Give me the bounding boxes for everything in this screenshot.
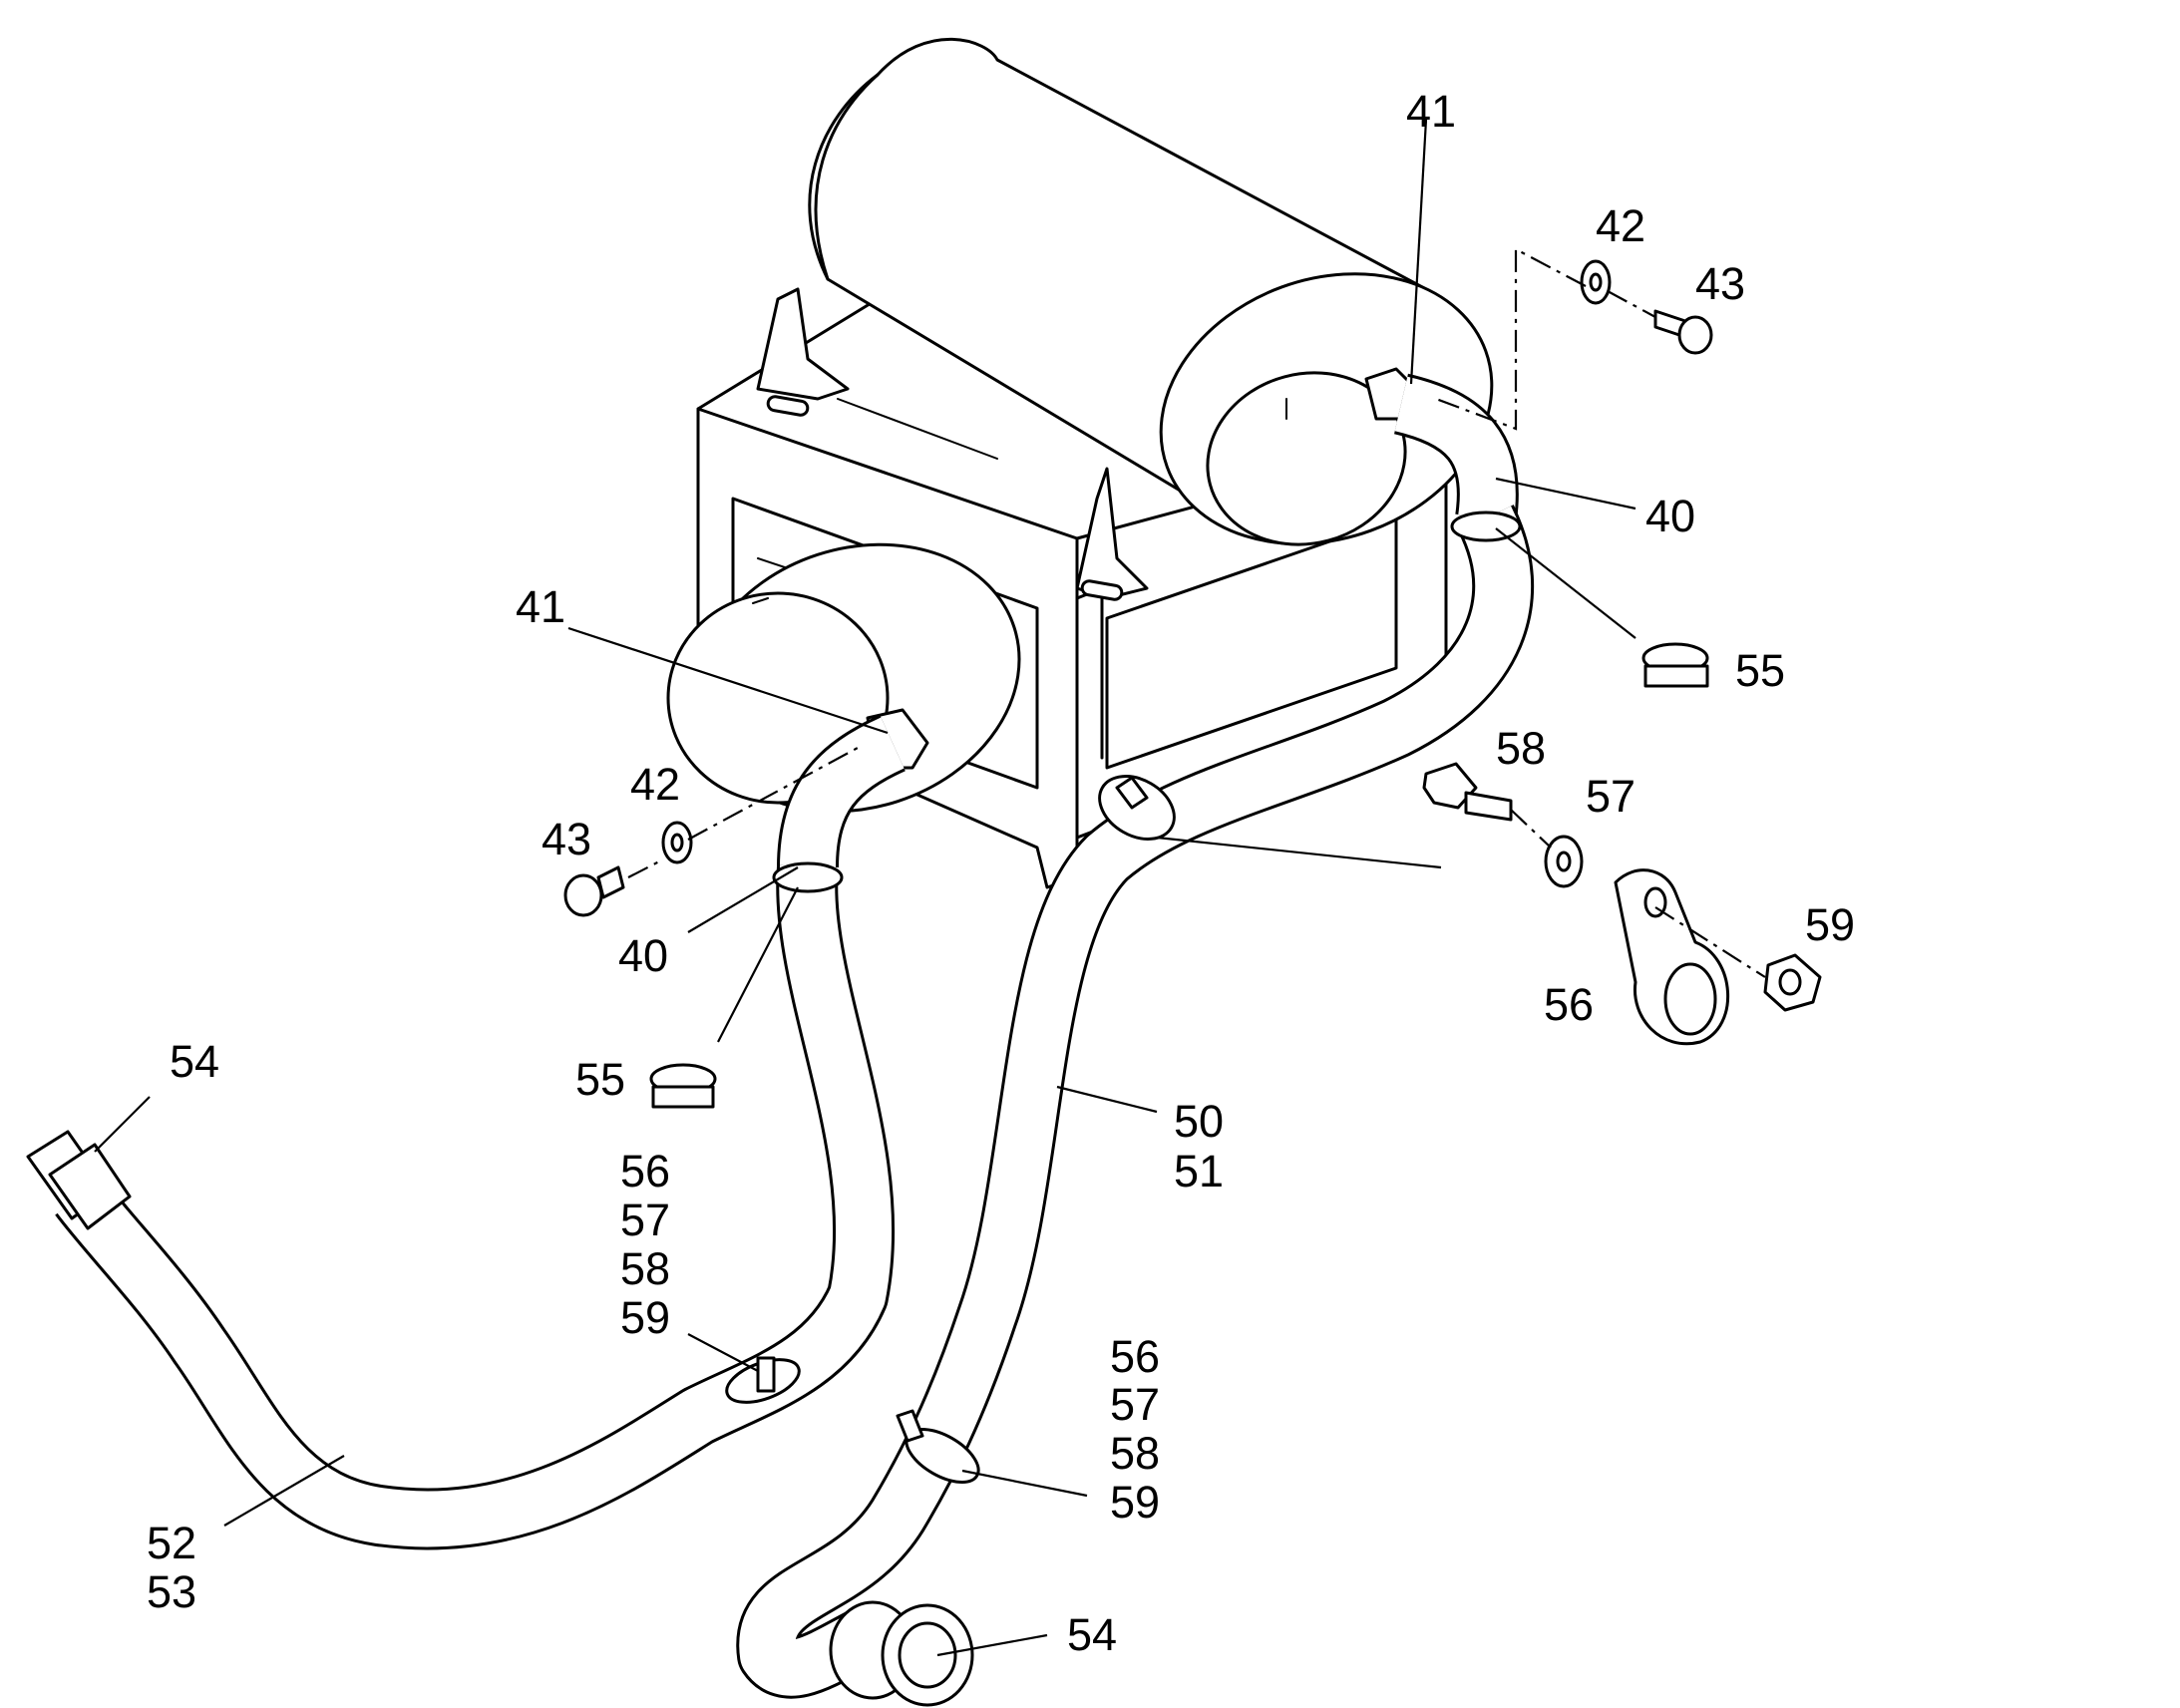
label-57-low: 57 [1110, 1379, 1160, 1430]
label-57-mid: 57 [620, 1195, 670, 1245]
label-41-left: 41 [516, 581, 565, 632]
label-54-bottom: 54 [1067, 1609, 1117, 1660]
label-56-right: 56 [1544, 979, 1594, 1030]
fasteners [563, 259, 1822, 1109]
label-59-mid: 59 [620, 1292, 670, 1343]
part-number-labels: 41 42 43 40 55 41 42 43 40 58 57 59 56 5… [147, 86, 1855, 1660]
label-50: 50 [1174, 1096, 1224, 1147]
label-53: 53 [147, 1566, 196, 1617]
label-58-mid: 58 [620, 1243, 670, 1294]
label-56-mid: 56 [620, 1146, 670, 1196]
label-40-left: 40 [618, 930, 668, 981]
label-42-top: 42 [1596, 200, 1645, 251]
label-57-right: 57 [1586, 771, 1635, 822]
label-41-top: 41 [1406, 86, 1456, 137]
label-51: 51 [1174, 1146, 1224, 1196]
label-58-right: 58 [1496, 723, 1546, 774]
label-42-left: 42 [630, 759, 680, 810]
label-59-low: 59 [1110, 1477, 1160, 1528]
leader-lines [94, 119, 1766, 1657]
label-55-left: 55 [575, 1054, 625, 1105]
label-58-low: 58 [1110, 1428, 1160, 1479]
label-54-left: 54 [170, 1036, 219, 1087]
label-43-top: 43 [1695, 258, 1745, 309]
label-56-low: 56 [1110, 1331, 1160, 1382]
exhaust-hoses [26, 373, 1535, 1707]
label-43-left: 43 [542, 814, 591, 864]
muffler [756, 37, 1494, 601]
label-40-right: 40 [1645, 491, 1695, 541]
label-52: 52 [147, 1518, 196, 1568]
hose-clamps [725, 775, 1176, 1484]
label-59-right: 59 [1805, 899, 1855, 950]
label-55-right: 55 [1735, 645, 1785, 696]
